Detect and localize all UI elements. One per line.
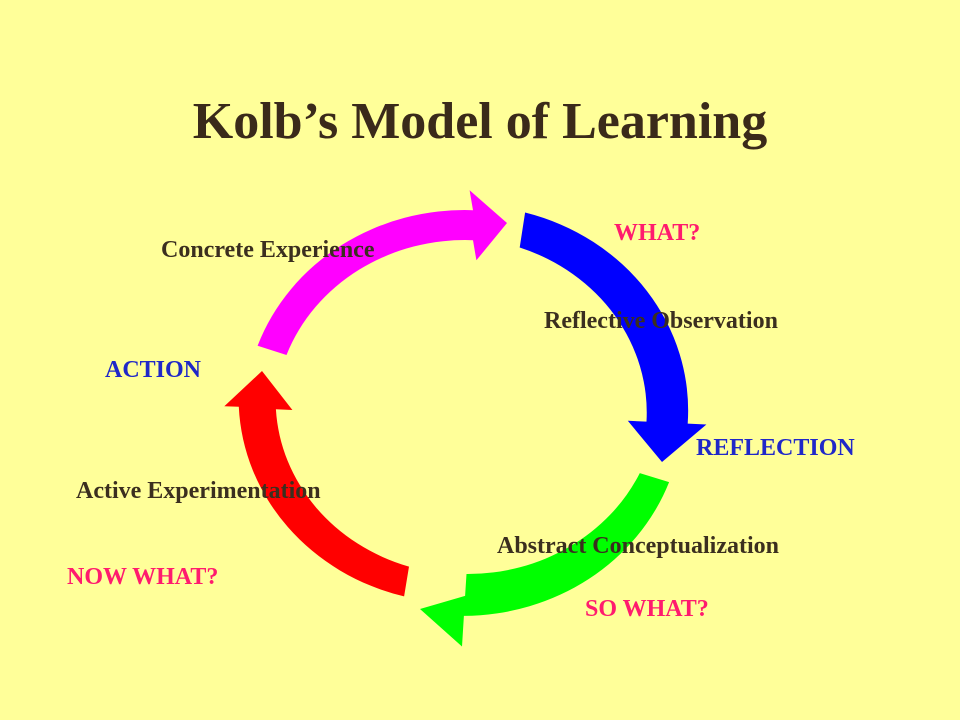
concrete-experience-label: Concrete Experience <box>161 237 375 263</box>
page-title: Kolb’s Model of Learning <box>192 93 768 150</box>
so-what-question-label: SO WHAT? <box>585 596 709 622</box>
abstract-conceptualization-label: Abstract Conceptualization <box>497 533 779 559</box>
reflective-observation-arrow <box>519 212 707 462</box>
concrete-experience-arrow <box>257 190 507 355</box>
what-question-label: WHAT? <box>614 220 701 246</box>
action-label: ACTION <box>105 357 202 383</box>
active-experimentation-label: Active Experimentation <box>76 478 321 504</box>
now-what-question-label: NOW WHAT? <box>67 564 219 590</box>
active-experimentation-arrow <box>224 371 409 597</box>
abstract-conceptualization-arrow <box>420 473 670 647</box>
reflection-label: REFLECTION <box>696 435 855 461</box>
reflective-observation-label: Reflective Observation <box>544 308 778 334</box>
